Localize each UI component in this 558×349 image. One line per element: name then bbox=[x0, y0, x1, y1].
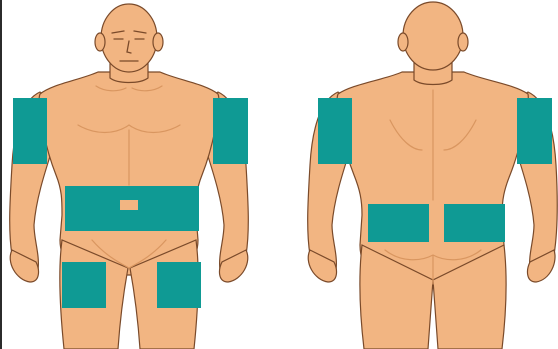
back-figure bbox=[308, 2, 558, 349]
zone-front-thigh-left bbox=[157, 262, 201, 308]
zone-front-thigh-right bbox=[62, 262, 106, 308]
front-head bbox=[101, 4, 157, 72]
front-right-ear bbox=[95, 33, 105, 51]
zone-back-upper-arm-right bbox=[517, 98, 552, 164]
front-figure bbox=[10, 4, 249, 349]
front-left-ear bbox=[153, 33, 163, 51]
back-head bbox=[403, 2, 463, 70]
zone-back-lower-back-right bbox=[444, 204, 505, 242]
zone-back-lower-back-left bbox=[368, 204, 429, 242]
zone-back-upper-arm-left bbox=[318, 98, 352, 164]
zone-front-upper-arm-right bbox=[13, 98, 47, 164]
zone-front-upper-arm-left bbox=[213, 98, 248, 164]
zone-front-navel-exclusion bbox=[120, 200, 138, 210]
back-left-ear bbox=[398, 33, 408, 51]
back-right-ear bbox=[458, 33, 468, 51]
